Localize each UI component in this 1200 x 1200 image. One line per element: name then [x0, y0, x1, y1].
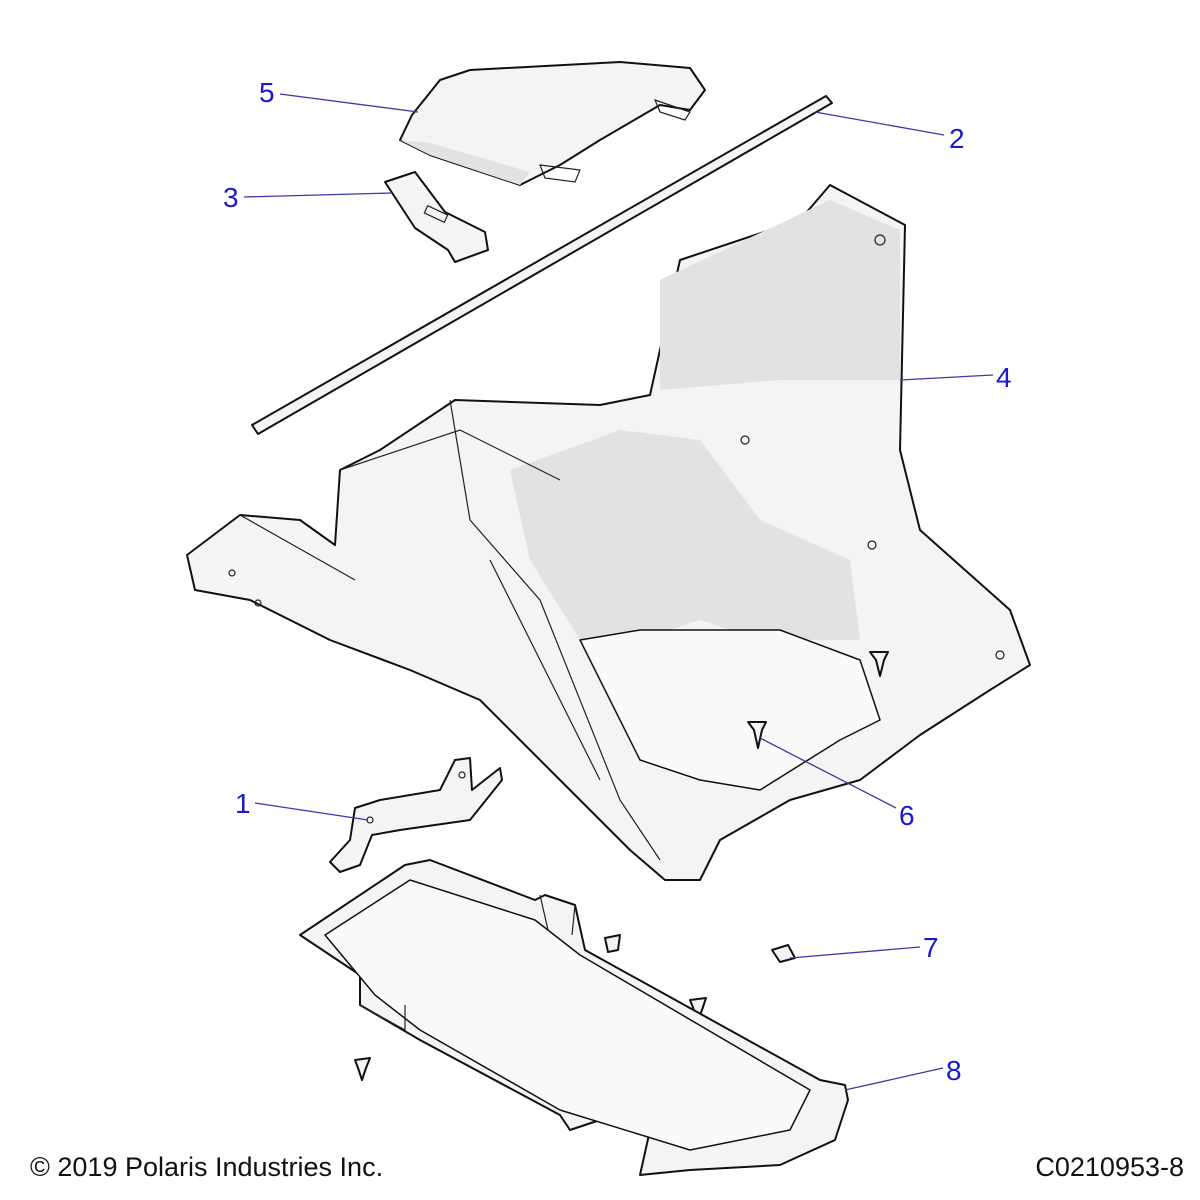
part-1-bracket[interactable] [329, 757, 503, 873]
drawing-number: C0210953-8 [1035, 1152, 1184, 1182]
part-5-cover[interactable] [399, 61, 706, 186]
part-6-push-rivet[interactable] [747, 651, 889, 749]
part-4-rear-fender[interactable] [186, 184, 1031, 881]
leader-line-8 [844, 1067, 944, 1091]
callout-4[interactable]: 4 [996, 362, 1012, 393]
part-8-lower-panel[interactable] [299, 859, 849, 1176]
copyright-text: © 2019 Polaris Industries Inc. [30, 1152, 384, 1182]
leader-line-4 [899, 374, 994, 381]
leader-line-2 [814, 111, 945, 136]
callout-8[interactable]: 8 [946, 1055, 962, 1086]
callout-7[interactable]: 7 [923, 932, 939, 963]
part-3-strap[interactable] [384, 171, 489, 263]
callout-3[interactable]: 3 [223, 182, 239, 213]
part-2-seal-strip[interactable] [251, 95, 833, 435]
callout-1[interactable]: 1 [235, 788, 251, 819]
leader-line-7 [789, 946, 921, 959]
leader-line-3 [243, 192, 393, 198]
leader-line-6 [759, 737, 897, 809]
callout-2[interactable]: 2 [949, 123, 965, 154]
callout-6[interactable]: 6 [899, 800, 915, 831]
callout-5[interactable]: 5 [259, 77, 275, 108]
leader-line-1 [254, 802, 369, 821]
leader-line-5 [279, 93, 419, 113]
